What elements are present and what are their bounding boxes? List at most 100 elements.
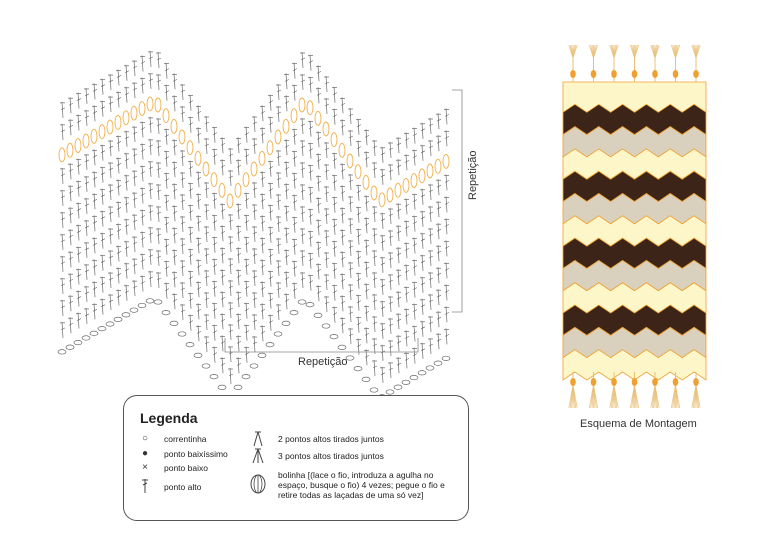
dc-bar bbox=[404, 160, 410, 163]
dc-stitch bbox=[141, 143, 144, 160]
dc-bar bbox=[324, 257, 330, 261]
dc-stitch bbox=[149, 160, 152, 177]
dc-bar bbox=[196, 331, 202, 334]
dc-stitch bbox=[333, 284, 336, 301]
dc-bar bbox=[260, 243, 266, 246]
dc-stitch bbox=[341, 317, 344, 334]
dc-bar bbox=[292, 68, 298, 71]
dc-bar bbox=[252, 143, 258, 147]
dc-stitch bbox=[277, 149, 280, 167]
dc-bar bbox=[76, 230, 82, 233]
dc-stitch bbox=[269, 248, 272, 265]
dc-bar bbox=[420, 348, 426, 352]
chain-stitch bbox=[297, 299, 307, 305]
dc-stitch bbox=[413, 347, 416, 364]
dc-stitch bbox=[109, 162, 112, 179]
dc-stitch bbox=[389, 229, 392, 247]
dc-bar bbox=[236, 341, 242, 344]
dc-bar bbox=[268, 254, 274, 257]
dc-bar bbox=[172, 167, 178, 170]
dc-stitch bbox=[373, 337, 376, 355]
dc-stitch bbox=[341, 229, 344, 246]
dc-stitch bbox=[157, 161, 160, 179]
dc-stitch bbox=[365, 283, 368, 300]
dc-stitch bbox=[165, 260, 168, 277]
dc-stitch bbox=[61, 255, 64, 272]
dc-bar bbox=[324, 103, 330, 107]
dc-stitch bbox=[133, 170, 136, 187]
dc-bar bbox=[172, 255, 178, 258]
dc-bar bbox=[236, 165, 242, 168]
dc-bar bbox=[100, 216, 106, 219]
bobble-stitch bbox=[338, 142, 346, 158]
dc-stitch bbox=[221, 137, 224, 154]
dc-stitch bbox=[437, 201, 440, 218]
dc-stitch bbox=[197, 215, 200, 232]
dc-bar bbox=[268, 320, 274, 323]
bobble-stitch bbox=[258, 150, 266, 166]
chain-stitch bbox=[321, 323, 331, 329]
dc-bar bbox=[364, 355, 370, 358]
chain-stitch bbox=[369, 387, 379, 393]
dc-stitch bbox=[261, 259, 264, 276]
dc-stitch bbox=[181, 215, 184, 233]
dc-bar bbox=[180, 309, 186, 313]
dc-stitch bbox=[125, 218, 128, 235]
dc-bar bbox=[420, 326, 426, 330]
dc-stitch bbox=[69, 163, 72, 180]
dc-stitch bbox=[365, 151, 368, 168]
fringe-strand-top bbox=[654, 44, 660, 59]
dc-stitch bbox=[157, 205, 160, 223]
chain-stitch bbox=[233, 384, 243, 390]
dc-stitch bbox=[141, 253, 144, 270]
dc-stitch bbox=[261, 105, 264, 122]
dc-bar bbox=[172, 211, 178, 214]
dc-bar bbox=[356, 344, 362, 347]
dc-bar bbox=[116, 141, 122, 144]
dc-bar bbox=[420, 216, 426, 220]
bobble-stitch bbox=[418, 168, 426, 184]
dc-bar bbox=[380, 284, 386, 288]
dc-bar bbox=[180, 89, 186, 93]
dc-bar bbox=[180, 111, 186, 115]
dc-bar bbox=[220, 363, 226, 366]
dc-stitch bbox=[181, 303, 184, 321]
dc-stitch bbox=[149, 116, 152, 133]
dc-stitch bbox=[365, 261, 368, 278]
dc-bar bbox=[276, 155, 282, 159]
dc-stitch bbox=[117, 135, 120, 152]
dc-stitch bbox=[165, 194, 168, 211]
dc-stitch bbox=[141, 77, 144, 94]
fringe-knot-top bbox=[672, 70, 679, 78]
dc-bar bbox=[396, 252, 402, 256]
dc-stitch bbox=[157, 51, 160, 69]
dc-stitch bbox=[373, 315, 376, 333]
dc-bar bbox=[140, 127, 146, 130]
dc-bar bbox=[252, 253, 258, 257]
dc-bar bbox=[268, 100, 274, 103]
dc-stitch bbox=[421, 210, 424, 227]
dc-stitch bbox=[149, 204, 152, 221]
dc-stitch bbox=[325, 229, 328, 247]
dc-bar bbox=[204, 297, 210, 301]
bobble-stitch bbox=[194, 150, 202, 166]
dc-bar bbox=[60, 173, 66, 177]
dc-bar bbox=[204, 231, 210, 235]
chain-stitch bbox=[169, 320, 179, 326]
dc-bar bbox=[212, 220, 218, 223]
dc-stitch bbox=[373, 293, 376, 311]
dc-stitch bbox=[189, 160, 192, 177]
dc-bar bbox=[380, 306, 386, 310]
dc-stitch bbox=[389, 141, 392, 159]
dc-stitch bbox=[405, 264, 408, 281]
dc-stitch bbox=[181, 259, 184, 277]
dc-bar bbox=[228, 263, 234, 267]
dc-bar bbox=[308, 126, 314, 129]
dc-bar bbox=[188, 122, 194, 125]
dc-bar bbox=[412, 331, 418, 334]
dc-bar bbox=[172, 79, 178, 82]
legend-title: Legenda bbox=[140, 410, 198, 426]
fringe-knot-top bbox=[631, 70, 638, 78]
dc-stitch bbox=[261, 127, 264, 144]
